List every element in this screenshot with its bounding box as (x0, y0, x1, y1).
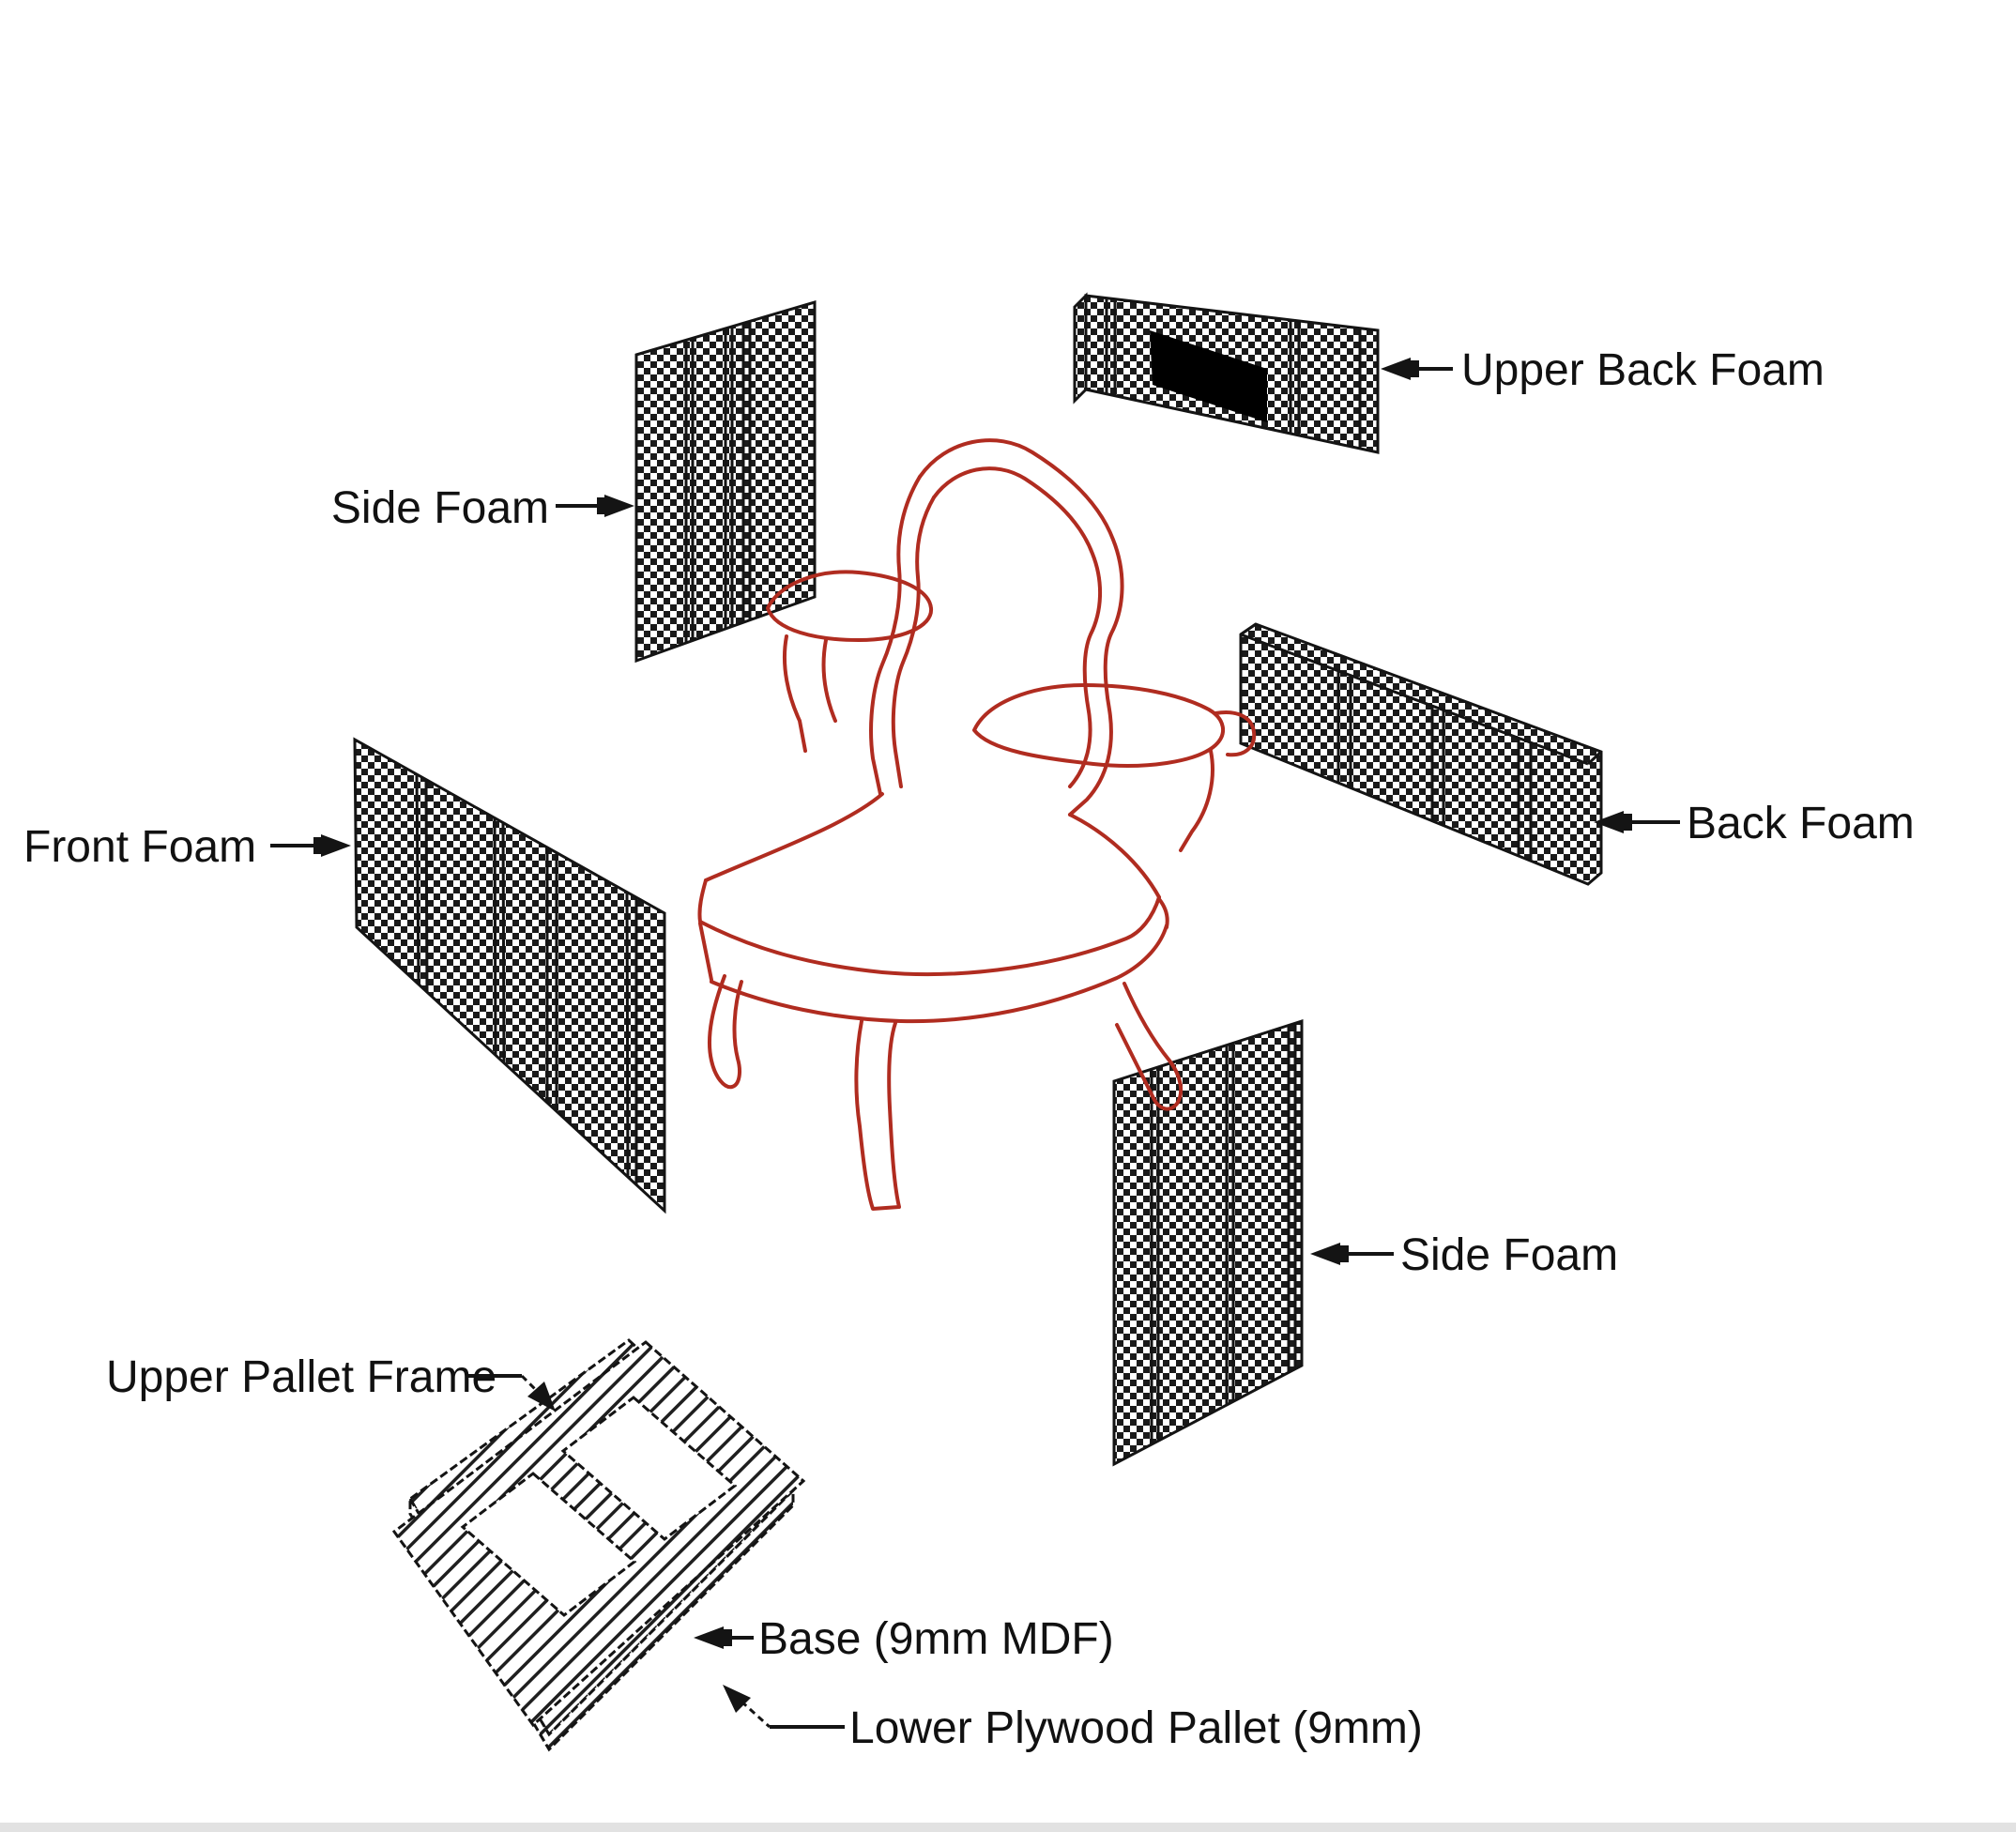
lower-plywood-pallet-edge (408, 1487, 795, 1752)
arrowhead (527, 1382, 556, 1412)
front-foam-panel (353, 737, 666, 1214)
chair-back-inner-line (891, 496, 936, 788)
chair-seat-edge (1068, 813, 1161, 899)
back-foam-panel (1239, 622, 1603, 886)
arrowhead (723, 1685, 751, 1713)
side-foam-left-panel (634, 299, 817, 664)
side-foam-right-panel (1112, 1018, 1304, 1467)
upper-back-foam-cutout (1150, 330, 1267, 422)
armchair-illustration (697, 438, 1257, 1211)
arrowhead (1381, 358, 1411, 380)
chair-right-arm-scroll (1214, 710, 1257, 757)
chair-front-left-leg (708, 974, 743, 1090)
chair-left-armrest (766, 570, 934, 642)
chair-seat-rail (698, 897, 1169, 982)
upper-back-foam-panel (1073, 292, 1380, 454)
pallet-frame-opening (460, 1472, 637, 1617)
chair-right-armrest (972, 683, 1225, 768)
chair-seat-rail (710, 924, 1168, 1024)
pallet-assembly (391, 1338, 806, 1752)
scan-artifact-strip (0, 1823, 2016, 1832)
chair-back-outline (918, 438, 1124, 817)
arrowhead (604, 495, 634, 517)
arrowhead (694, 1626, 724, 1649)
label-front-foam: Front Foam (23, 822, 256, 872)
chair-right-arm-support (1179, 749, 1214, 852)
chair-seat-rail (697, 878, 1161, 977)
arrowhead (1594, 811, 1624, 833)
label-base: Base (9mm MDF) (758, 1614, 1114, 1664)
chair-seat-edge (704, 792, 884, 882)
callout-labels: Side Foam Upper Back Foam Front Foam Bac… (23, 345, 1915, 1753)
label-side-foam-left: Side Foam (331, 483, 549, 533)
arrowhead (321, 834, 351, 857)
chair-back-outline (869, 475, 922, 796)
label-back-foam: Back Foam (1687, 799, 1915, 848)
chair-back-inner-line (932, 466, 1102, 788)
arrowhead (1310, 1243, 1340, 1265)
chair-left-arm-support (821, 638, 837, 723)
label-upper-pallet-frame: Upper Pallet Frame (106, 1352, 496, 1402)
chair-left-arm-support (783, 634, 807, 753)
chair-front-center-leg (854, 1019, 901, 1211)
callout-leaders (270, 358, 1680, 1729)
chair-right-leg (1115, 982, 1184, 1111)
label-lower-plywood-pallet: Lower Plywood Pallet (9mm) (849, 1703, 1423, 1753)
label-upper-back-foam: Upper Back Foam (1461, 345, 1825, 395)
label-side-foam-right: Side Foam (1400, 1230, 1618, 1280)
pallet-frame-opening (560, 1396, 738, 1541)
